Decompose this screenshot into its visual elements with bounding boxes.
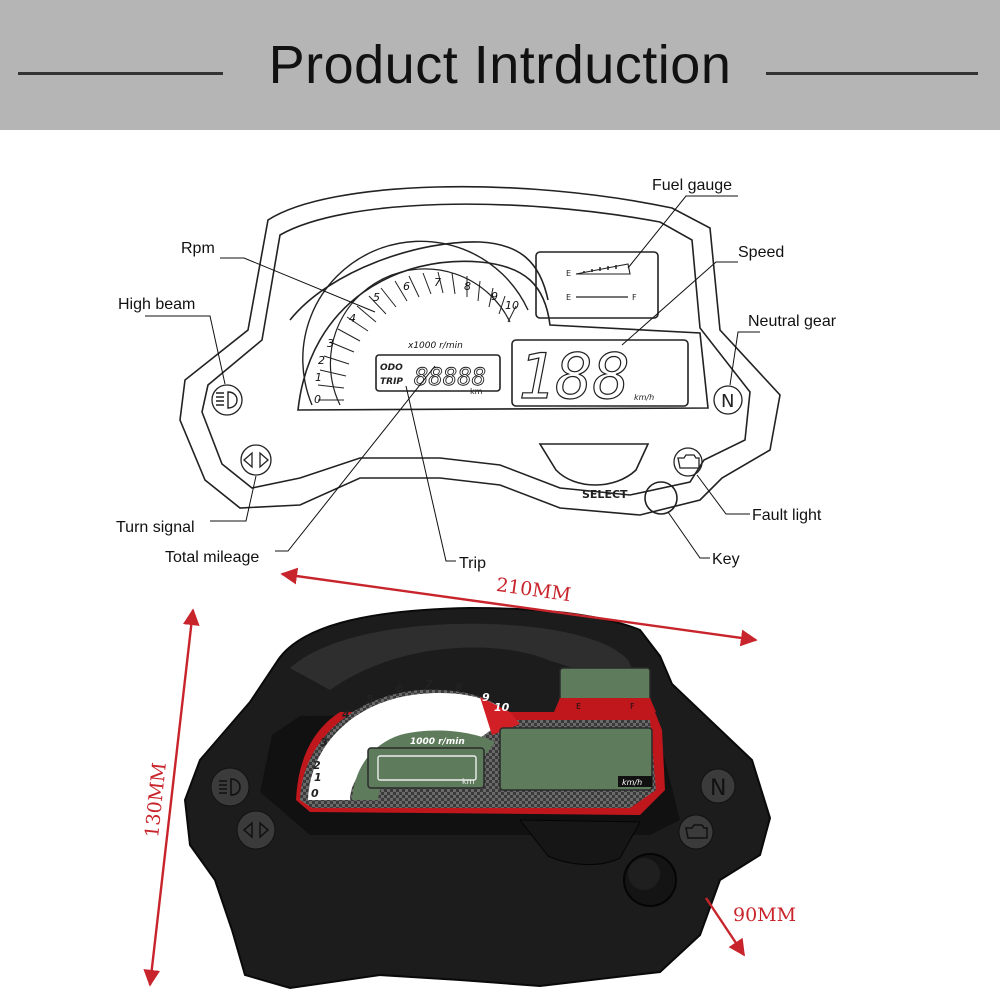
drawing-rpm-tick-8: 8 bbox=[464, 280, 471, 293]
drawing-rpm-tick-3: 3 bbox=[327, 337, 334, 350]
photo-speed-unit-box bbox=[618, 776, 652, 787]
photo-rpm-tick-8: 8 bbox=[455, 681, 463, 694]
callout-high-beam: High beam bbox=[118, 296, 195, 313]
drawing-key-button bbox=[644, 481, 678, 515]
photo-rpm-tick-0: 0 bbox=[311, 787, 319, 800]
drawing-odo-window bbox=[375, 354, 501, 392]
photo-rpm-tick-10: 10 bbox=[494, 701, 510, 714]
drawing-rpm-tick-9: 9 bbox=[491, 290, 498, 303]
photo-neutral-symbol: N bbox=[710, 776, 726, 801]
callout-fuel-gauge: Fuel gauge bbox=[652, 177, 732, 194]
drawing-high-beam-icon bbox=[211, 384, 243, 416]
callout-trip: Trip bbox=[459, 555, 486, 572]
drawing-odo-unit: km bbox=[470, 387, 483, 396]
photo-fuel-full: F bbox=[630, 702, 635, 711]
drawing-rpm-tick-6: 6 bbox=[403, 280, 410, 293]
callout-neutral-gear: Neutral gear bbox=[748, 313, 837, 330]
photo-neutral-icon bbox=[700, 768, 736, 804]
height-dimension-label: 130MM bbox=[141, 761, 171, 838]
drawing-select-pad bbox=[538, 443, 650, 486]
drawing-select-label: SELECT bbox=[582, 488, 628, 501]
drawing-rpm-tick-2: 2 bbox=[318, 354, 325, 367]
photo-rpm-tick-2: 2 bbox=[313, 759, 321, 772]
drawing-fuel-gauge: E E F bbox=[566, 263, 637, 302]
drawing-speed-digits: 188 bbox=[518, 340, 630, 413]
width-dimension-arrow bbox=[280, 567, 758, 647]
photo-fuel-red-strip bbox=[554, 698, 656, 712]
drawing-face-panel bbox=[297, 260, 709, 411]
banner-rule-right bbox=[766, 72, 978, 75]
drawing-trip-label: TRIP bbox=[380, 377, 403, 387]
drawing-fuel-window bbox=[535, 251, 659, 319]
photo-rpm-tick-5: 5 bbox=[366, 693, 374, 706]
photo-instrument: N bbox=[183, 606, 772, 990]
photo-speed-unit: km/h bbox=[622, 778, 642, 787]
callout-fault-light: Fault light bbox=[752, 507, 822, 524]
photo-select-pad bbox=[518, 819, 641, 866]
photo-rpm-tick-7: 7 bbox=[425, 678, 433, 691]
photo-fault-light-icon bbox=[678, 814, 714, 850]
drawing-fuel-empty-label: E bbox=[566, 293, 571, 302]
photo-rpm-tick-4: 4 bbox=[341, 708, 350, 721]
photo-rpm-ticks: 0 1 2 3 4 5 6 7 8 9 10 bbox=[311, 678, 510, 800]
drawing-odo-label: ODO bbox=[380, 363, 403, 373]
photo-fuel-empty: E bbox=[576, 702, 581, 711]
drawing-rpm-tick-0: 0 bbox=[314, 393, 321, 406]
drawing-hood bbox=[289, 241, 549, 321]
callout-key: Key bbox=[712, 551, 740, 568]
photo-rpm-tick-3: 3 bbox=[320, 736, 328, 749]
photo-rpm-tick-1: 1 bbox=[314, 771, 322, 784]
banner-title: Product Intrduction bbox=[268, 35, 732, 95]
drawing-rpm-tick-4: 4 bbox=[349, 312, 356, 325]
dimension-lines bbox=[143, 567, 758, 987]
photo-rpm-tick-9: 9 bbox=[482, 691, 490, 704]
height-dimension-arrow bbox=[143, 608, 200, 987]
drawing-rpm-arc-inner bbox=[329, 268, 511, 406]
depth-dimension-label: 90MM bbox=[733, 904, 796, 926]
drawing-rpm-tick-7: 7 bbox=[434, 276, 441, 289]
banner-rule-left bbox=[18, 72, 223, 75]
callout-turn-signal: Turn signal bbox=[116, 519, 195, 536]
photo-rpm-tick-6: 6 bbox=[396, 682, 404, 695]
drawing-fuel-full-label: F bbox=[632, 293, 637, 302]
line-drawing bbox=[179, 185, 781, 516]
callout-speed: Speed bbox=[738, 244, 784, 261]
depth-dimension-arrow bbox=[705, 897, 745, 957]
drawing-rpm-tick-10: 10 bbox=[505, 299, 519, 312]
drawing-inner-housing bbox=[201, 203, 751, 496]
drawing-rpm-tick-1: 1 bbox=[315, 371, 322, 384]
drawing-fault-light-icon bbox=[673, 447, 703, 477]
drawing-rpm-tick-5: 5 bbox=[373, 291, 380, 304]
drawing-speed-window bbox=[511, 339, 689, 407]
callout-leader-lines bbox=[145, 195, 760, 562]
drawing-neutral-symbol: N bbox=[721, 391, 734, 412]
drawing-neutral-icon: N bbox=[713, 385, 743, 415]
drawing-fuel-empty-mark: E bbox=[566, 269, 571, 278]
photo-speed-lcd bbox=[499, 727, 653, 791]
callout-rpm: Rpm bbox=[181, 240, 215, 257]
photo-odo-window bbox=[377, 755, 477, 781]
drawing-turn-signal-icon bbox=[240, 444, 272, 476]
photo-rpm-redzone bbox=[480, 697, 520, 735]
drawing-rpm-arc-outer bbox=[302, 240, 529, 406]
drawing-speed-unit: km/h bbox=[634, 393, 654, 402]
drawing-rpm-unit: x1000 r/min bbox=[407, 341, 463, 351]
photo-odo-lcd bbox=[367, 747, 485, 789]
photo-rpm-unit: 1000 r/min bbox=[410, 737, 465, 747]
callout-total-mileage: Total mileage bbox=[165, 549, 259, 566]
photo-high-beam-icon bbox=[210, 767, 250, 807]
drawing-rpm-ticks: 0 1 2 3 4 5 6 7 8 9 10 bbox=[314, 276, 519, 406]
photo-odo-unit: km bbox=[462, 777, 475, 786]
photo-turn-signal-icon bbox=[236, 810, 276, 850]
drawing-outer-housing bbox=[179, 185, 781, 516]
width-dimension-label: 210MM bbox=[495, 574, 573, 606]
drawing-rpm-segments bbox=[317, 271, 517, 401]
title-banner: Product Intrduction bbox=[0, 0, 1000, 130]
